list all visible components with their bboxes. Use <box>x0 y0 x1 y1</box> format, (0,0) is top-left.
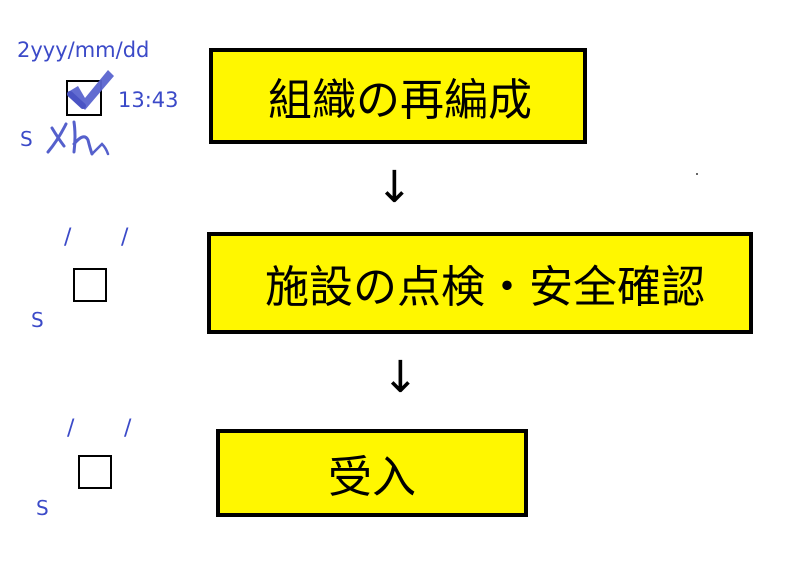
date-slash: / <box>121 225 129 250</box>
flow-step-label: 施設の点検・安全確認 <box>265 262 705 313</box>
signature-label: S <box>31 308 44 332</box>
flow-step-label: 受入 <box>328 452 416 503</box>
handwritten-signature-icon <box>46 120 110 156</box>
down-arrow-icon: ↓ <box>376 162 413 213</box>
date-entry: 2yyy/mm/dd <box>17 38 150 62</box>
flow-step-inspection: 施設の点検・安全確認 <box>207 232 753 334</box>
flow-step-label: 組織の再編成 <box>268 75 532 126</box>
flow-step-acceptance: 受入 <box>216 429 528 517</box>
time-entry: 13:43 <box>118 88 179 112</box>
check-mark-icon <box>67 70 114 110</box>
down-arrow-icon: ↓ <box>382 352 419 403</box>
step-checkbox-3[interactable] <box>78 455 112 489</box>
step-checkbox-2[interactable] <box>73 268 107 302</box>
date-slash: / <box>124 416 132 441</box>
stray-dot <box>696 173 698 175</box>
signature-label: S <box>36 496 49 520</box>
signature-label: S <box>20 127 33 151</box>
date-slash: / <box>67 416 75 441</box>
date-slash: / <box>64 225 72 250</box>
flow-step-reorganize: 組織の再編成 <box>209 48 587 144</box>
